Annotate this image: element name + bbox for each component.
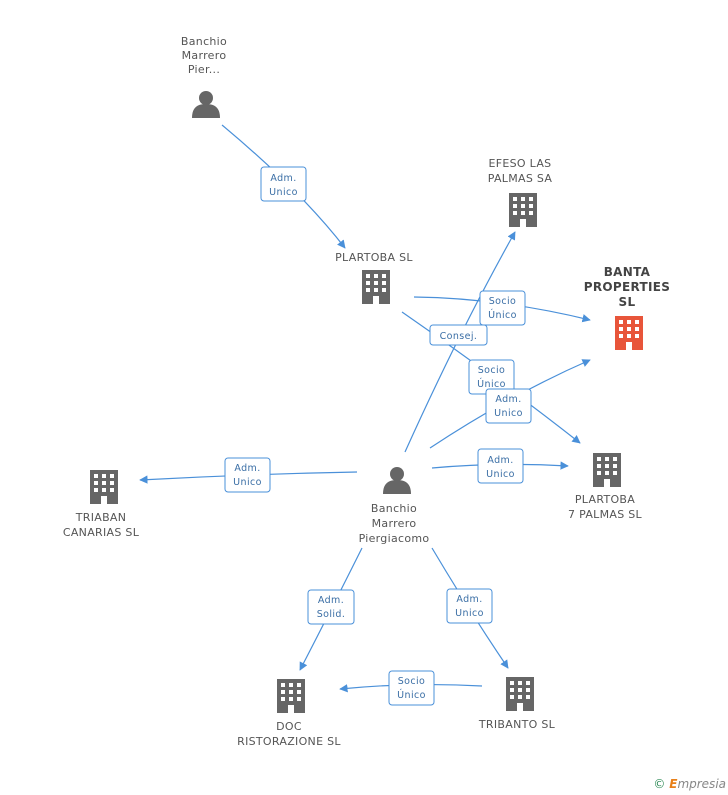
svg-text:Adm.: Adm. <box>495 394 521 405</box>
svg-text:Adm.: Adm. <box>270 173 296 184</box>
edge-label-adm-unico[interactable]: Adm. Unico <box>260 166 307 202</box>
node-label: Marrero <box>372 517 417 530</box>
node-label: Banchio <box>181 35 227 48</box>
building-icon <box>90 470 118 504</box>
edge-labels: Adm. Unico Socio Único Consej. Socio Úni… <box>224 166 532 706</box>
node-banchio-top[interactable]: Banchio Marrero Pier... <box>181 35 227 118</box>
person-icon <box>383 467 411 494</box>
empresia-logo-initial: E <box>669 777 678 791</box>
edge-label-socio-unico[interactable]: Socio Único <box>388 670 435 706</box>
edge-label-adm-unico[interactable]: Adm. Unico <box>446 588 493 624</box>
empresia-logo-text: mpresia <box>677 777 726 791</box>
svg-text:Adm.: Adm. <box>456 594 482 605</box>
copyright-symbol: © <box>653 777 666 791</box>
edge-label-adm-unico[interactable]: Adm. Unico <box>224 457 271 493</box>
node-label: PLARTOBA SL <box>335 251 413 264</box>
svg-text:Unico: Unico <box>233 477 262 488</box>
node-label: CANARIAS SL <box>63 526 140 539</box>
svg-text:Unico: Unico <box>269 187 298 198</box>
svg-text:Socio: Socio <box>478 365 506 376</box>
svg-text:Socio: Socio <box>489 296 517 307</box>
node-label: DOC <box>276 720 302 733</box>
node-label: BANTA <box>604 265 651 279</box>
node-label: PLARTOBA <box>575 493 635 506</box>
svg-text:Adm.: Adm. <box>234 463 260 474</box>
node-label: SL <box>619 295 636 309</box>
svg-text:Unico: Unico <box>494 408 523 419</box>
svg-text:Socio: Socio <box>398 676 426 687</box>
edge-label-adm-unico[interactable]: Adm. Unico <box>485 388 532 424</box>
node-label: RISTORAZIONE SL <box>237 735 341 748</box>
node-banchio-center[interactable]: Banchio Marrero Piergiacomo <box>359 467 430 545</box>
node-label: PROPERTIES <box>584 280 670 294</box>
svg-text:Único: Único <box>477 378 506 390</box>
edge-label-consej[interactable]: Consej. <box>429 324 488 346</box>
building-icon <box>277 679 305 713</box>
node-triaban-canarias[interactable]: TRIABAN CANARIAS SL <box>63 470 140 539</box>
node-doc-ristorazione[interactable]: DOC RISTORAZIONE SL <box>237 679 341 748</box>
node-label: Pier... <box>188 63 220 76</box>
node-plartoba-7-palmas[interactable]: PLARTOBA 7 PALMAS SL <box>568 453 643 521</box>
node-label: TRIBANTO SL <box>478 718 556 731</box>
node-label: Piergiacomo <box>359 532 430 545</box>
empresia-watermark: © Empresia <box>653 777 726 791</box>
node-plartoba[interactable]: PLARTOBA SL <box>335 251 413 304</box>
svg-text:Único: Único <box>397 689 426 701</box>
svg-text:Único: Único <box>488 309 517 321</box>
svg-text:Solid.: Solid. <box>317 609 346 620</box>
node-label: EFESO LAS <box>489 157 552 170</box>
node-efeso[interactable]: EFESO LAS PALMAS SA <box>488 157 553 227</box>
building-icon <box>362 270 390 304</box>
node-label: 7 PALMAS SL <box>568 508 643 521</box>
node-banta-properties[interactable]: BANTA PROPERTIES SL <box>584 265 670 350</box>
building-icon <box>509 193 537 227</box>
svg-text:Unico: Unico <box>486 469 515 480</box>
person-icon <box>192 91 220 118</box>
building-icon <box>593 453 621 487</box>
svg-text:Unico: Unico <box>455 608 484 619</box>
building-icon <box>615 316 643 350</box>
node-tribanto[interactable]: TRIBANTO SL <box>478 677 556 731</box>
node-label: Banchio <box>371 502 417 515</box>
node-label: PALMAS SA <box>488 172 553 185</box>
svg-text:Adm.: Adm. <box>318 595 344 606</box>
building-icon <box>506 677 534 711</box>
edge-label-adm-solid[interactable]: Adm. Solid. <box>307 589 355 625</box>
node-label: TRIABAN <box>75 511 127 524</box>
edge-label-socio-unico[interactable]: Socio Único <box>479 290 526 326</box>
svg-text:Adm.: Adm. <box>487 455 513 466</box>
edge-label-adm-unico[interactable]: Adm. Unico <box>477 448 524 484</box>
svg-text:Consej.: Consej. <box>440 331 478 342</box>
node-label: Marrero <box>182 49 227 62</box>
